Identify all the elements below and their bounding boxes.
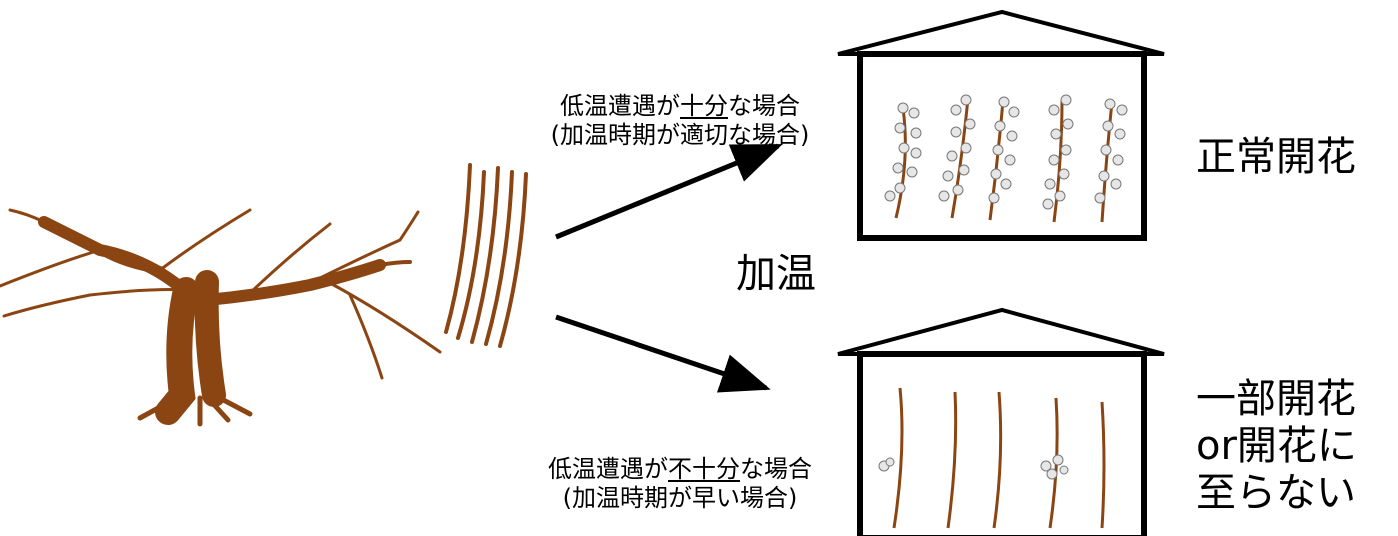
bare-branches	[892, 387, 1106, 529]
condition-sufficient-label: 低温遭遇が十分な場合 (加温時期が適切な場合)	[505, 92, 855, 151]
condition-sufficient-line1: 低温遭遇が十分な場合	[560, 92, 800, 120]
condition-sufficient-line2: (加温時期が適切な場合)	[550, 121, 810, 150]
flower-icon	[878, 457, 895, 472]
greenhouse-icon	[837, 9, 1165, 241]
arrow-lower	[555, 314, 771, 393]
condition-insufficient-line2: (加温時期が早い場合)	[562, 484, 798, 513]
flowering-branch-icon	[938, 94, 976, 219]
result-partial-label: 一部開花 or開花に 至らない	[1196, 376, 1357, 518]
bare-branch-icon	[946, 391, 958, 529]
bare-branch-icon	[1100, 401, 1106, 529]
flowering-branch-icon	[988, 96, 1020, 221]
flowering-branches	[884, 94, 1128, 223]
flowering-branch-icon	[884, 102, 922, 219]
cut-branches-icon	[444, 163, 528, 348]
flowering-branch-icon	[1094, 98, 1128, 223]
result-partial-line2: or開花に	[1196, 423, 1357, 470]
result-normal-label: 正常開花	[1196, 134, 1356, 180]
bare-branch-icon	[992, 391, 1003, 529]
bare-branch-icon	[892, 387, 904, 529]
arrow-upper	[555, 143, 783, 240]
heating-label: 加温	[736, 251, 816, 297]
result-partial-line3: 至らない	[1196, 470, 1356, 517]
flowering-branch-icon	[1042, 94, 1074, 223]
result-partial-line1: 一部開花	[1196, 376, 1356, 422]
flower-icon	[1040, 454, 1069, 480]
condition-insufficient-label: 低温遭遇が不十分な場合 (加温時期が早い場合)	[505, 455, 855, 514]
tree-icon	[0, 208, 442, 427]
condition-insufficient-line1: 低温遭遇が不十分な場合	[548, 455, 812, 483]
greenhouse-icon	[837, 307, 1165, 536]
